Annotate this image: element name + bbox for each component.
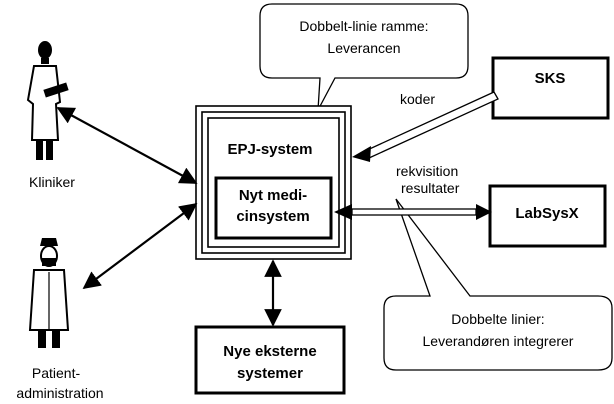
eksterne-line1: Nye eksterne [223, 343, 316, 360]
kliniker-figure-icon [26, 41, 69, 160]
labsysx-label: LabSysX [515, 205, 578, 222]
epj-label: EPJ-system [227, 141, 312, 158]
callout-leverancen-line2: Leverancen [327, 40, 400, 56]
arrow-kliniker-epj [56, 107, 198, 184]
medicinsystem-line2: cinsystem [236, 208, 309, 225]
medicinsystem-line1: Nyt medi- [239, 187, 307, 204]
edge-label-resultater: resultater [401, 180, 460, 196]
callout-leverandoren-line1: Dobbelte linier: [451, 311, 544, 327]
labsysx-box: LabSysX [488, 184, 607, 248]
arrow-sks-epj [352, 91, 499, 162]
eksterne-line2: systemer [237, 365, 303, 382]
callout-leverandoren-line2: Leverandøren integrerer [423, 333, 574, 349]
sks-label: SKS [535, 70, 566, 87]
callout-leverancen-line1: Dobbelt-linie ramme: [299, 18, 428, 34]
edge-label-rekvisition: rekvisition [396, 163, 458, 179]
actor-patientadm-label-line1: Patient- [32, 365, 81, 381]
eksterne-systemer-box: Nye eksterne systemer [194, 325, 346, 395]
callout-leverancen: Dobbelt-linie ramme: Leverancen [259, 3, 469, 111]
edge-label-koder: koder [400, 91, 435, 107]
actor-patientadm-label-line2: administration [16, 385, 103, 401]
patientadministration-figure-icon [28, 238, 70, 348]
sks-box: SKS [491, 56, 610, 120]
arrow-medicin-labsysx [334, 204, 492, 220]
medicinsystem-box: Nyt medi- cinsystem [214, 176, 333, 240]
arrow-patientadm-epj [82, 202, 198, 290]
actor-kliniker-label: Kliniker [29, 174, 75, 190]
callout-leverandoren: Dobbelte linier: Leverandøren integrerer [383, 198, 613, 371]
